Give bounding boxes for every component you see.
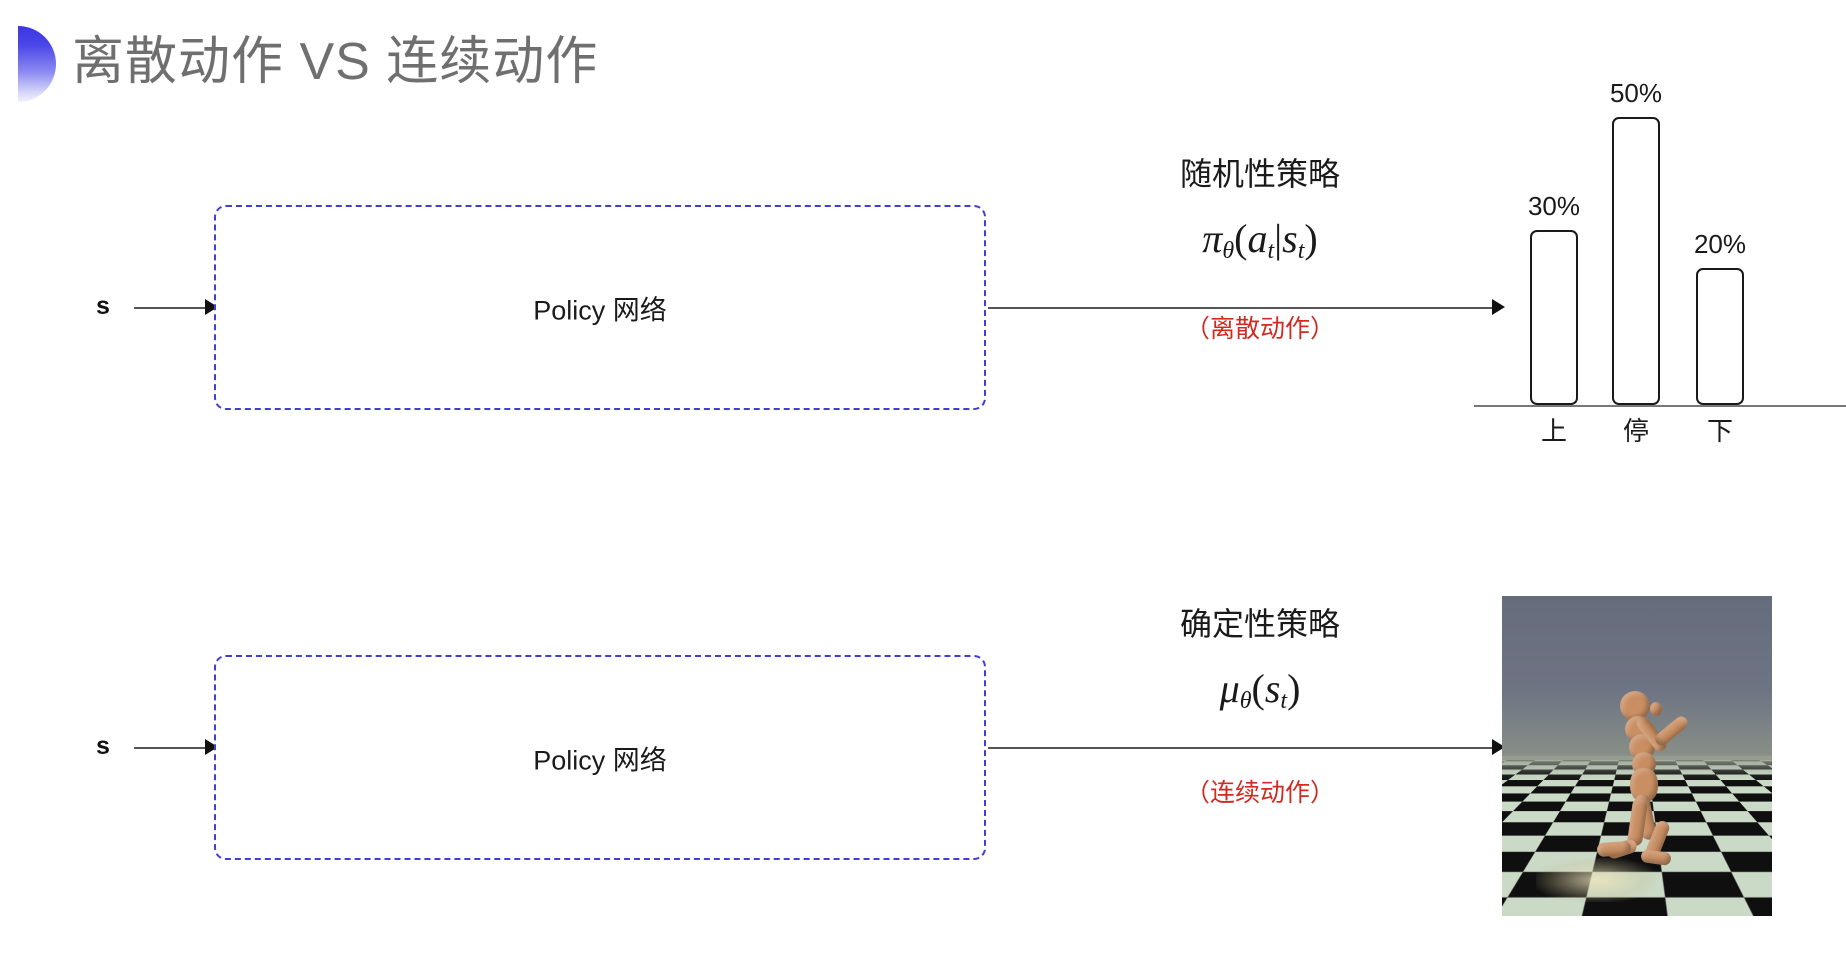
policy-network-label-row2: Policy 网络: [533, 745, 667, 775]
policy-network-label-row1: Policy 网络: [533, 295, 667, 325]
formula-open-paren-2: (: [1251, 666, 1265, 712]
bar-stop: [1612, 117, 1660, 405]
formula-bar: |: [1274, 216, 1283, 262]
bar-down: [1696, 268, 1744, 405]
formula-s-sub-2: t: [1280, 688, 1288, 715]
input-state-label-row2: s: [96, 732, 110, 760]
policy-kind-label-row2: 确定性策略: [1179, 606, 1340, 642]
input-arrow-line-row2: [134, 747, 210, 749]
formula-close-paren-2: ): [1287, 666, 1301, 712]
policy-formula-row1: πθ(at|st): [1080, 215, 1440, 265]
input-arrow-line-row1: [134, 307, 210, 309]
action-type-label-row1: （离散动作）: [1184, 315, 1335, 344]
bar-up: [1530, 230, 1578, 405]
bar-category-stop: 停: [1622, 416, 1649, 446]
bar-category-down: 下: [1706, 416, 1733, 446]
output-arrow-line-row2: [988, 747, 1500, 749]
action-probability-bar-chart: 30% 上 50% 停 20% 下: [1474, 78, 1846, 450]
formula-theta-2: θ: [1239, 688, 1252, 715]
bar-value-up: 30%: [1527, 191, 1581, 221]
formula-s-sub: t: [1297, 238, 1305, 265]
output-arrow-head-row1: [1492, 299, 1505, 315]
formula-a: a: [1247, 216, 1268, 262]
formula-mu: μ: [1219, 666, 1240, 712]
input-state-label-row1: s: [96, 292, 110, 320]
policy-kind-label-row1: 随机性策略: [1179, 156, 1340, 192]
bar-value-down: 20%: [1693, 229, 1747, 259]
formula-pi: π: [1202, 216, 1223, 262]
floor-glare: [1536, 858, 1656, 902]
formula-open-paren: (: [1234, 216, 1248, 262]
page-title: 离散动作 VS 连续动作: [72, 33, 599, 91]
formula-s: s: [1282, 216, 1298, 262]
policy-network-box-row2[interactable]: Policy 网络: [214, 655, 986, 860]
deterministic-policy-annotation: 确定性策略 μθ(st) （连续动作）: [1080, 605, 1440, 809]
half-circle-bullet-icon: [18, 26, 56, 102]
formula-close-paren: ): [1304, 216, 1318, 262]
humanoid-hand: [1650, 702, 1662, 716]
formula-theta: θ: [1222, 238, 1235, 265]
action-type-label-row2: （连续动作）: [1184, 779, 1335, 808]
output-arrow-line-row1: [988, 307, 1500, 309]
humanoid-simulation-image: [1502, 596, 1772, 916]
policy-network-box-row1[interactable]: Policy 网络: [214, 205, 986, 410]
output-arrow-head-row2: [1492, 739, 1505, 755]
humanoid-back-foot: [1596, 840, 1632, 858]
formula-a-sub: t: [1267, 238, 1275, 265]
stochastic-policy-annotation: 随机性策略 πθ(at|st) （离散动作）: [1080, 155, 1440, 345]
formula-s-2: s: [1264, 666, 1281, 712]
chart-baseline-axis: [1474, 405, 1846, 407]
policy-formula-row2: μθ(st): [1080, 665, 1440, 715]
bar-value-stop: 50%: [1609, 78, 1663, 108]
bar-category-up: 上: [1540, 416, 1567, 446]
